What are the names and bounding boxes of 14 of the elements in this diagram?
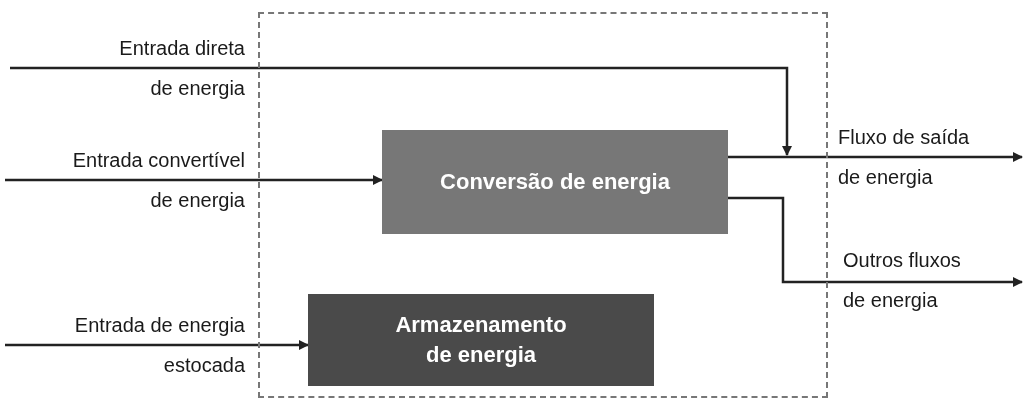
flow-label: Entrada direta de energia (118, 36, 245, 101)
arrow (728, 196, 1023, 287)
edge-label: Outros fluxos de energia (843, 248, 962, 313)
edge-label: Entrada convertível de energia (71, 148, 245, 213)
edge-label: Entrada de energia estocada (73, 313, 245, 378)
process-box (308, 294, 654, 386)
box-label: Conversão de energia (440, 168, 670, 196)
edge-label: Fluxo de saída de energia (838, 125, 971, 190)
process-box (382, 130, 728, 234)
dashed-boundary (258, 12, 828, 398)
arrow (728, 152, 1023, 162)
box-label: Armazenamento de energia (394, 311, 568, 369)
arrow (5, 175, 383, 185)
arrow (5, 340, 309, 350)
